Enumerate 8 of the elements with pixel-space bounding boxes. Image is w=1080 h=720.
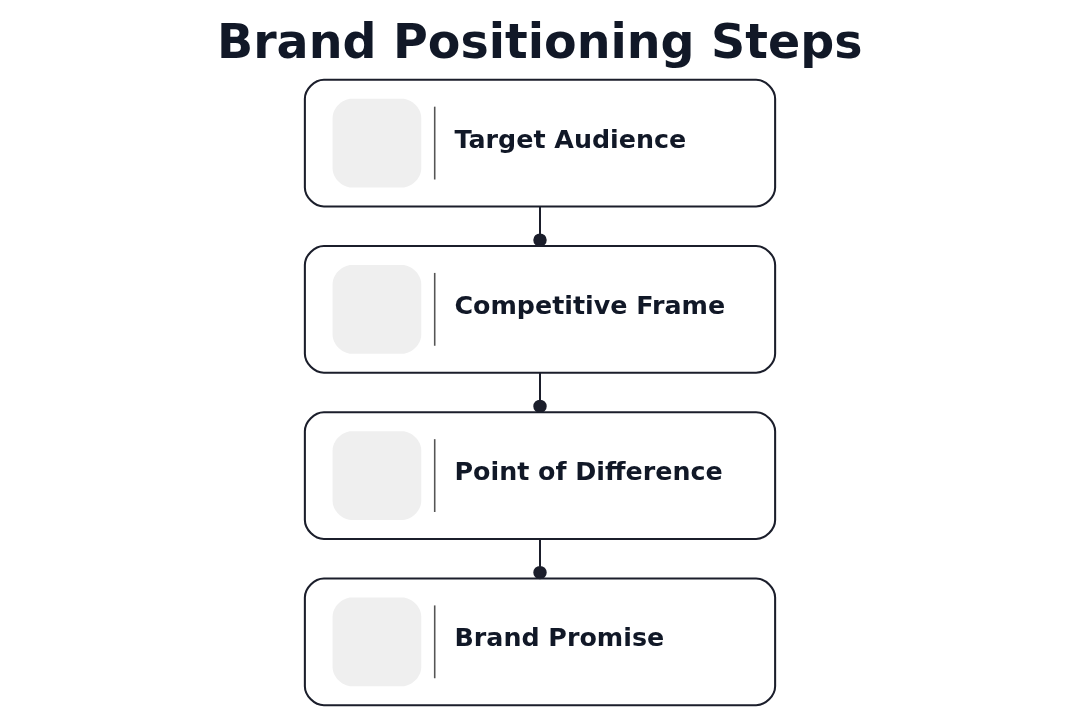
connector	[533, 539, 547, 580]
connector	[533, 206, 547, 247]
node-box: Brand Promise	[303, 577, 777, 707]
node-box: Competitive Frame	[303, 244, 777, 374]
node-box: Point of Difference	[303, 411, 777, 540]
diagram-title: Brand Positioning Steps	[217, 13, 863, 69]
node-box: Target Audience	[303, 78, 777, 208]
connector	[533, 373, 547, 414]
